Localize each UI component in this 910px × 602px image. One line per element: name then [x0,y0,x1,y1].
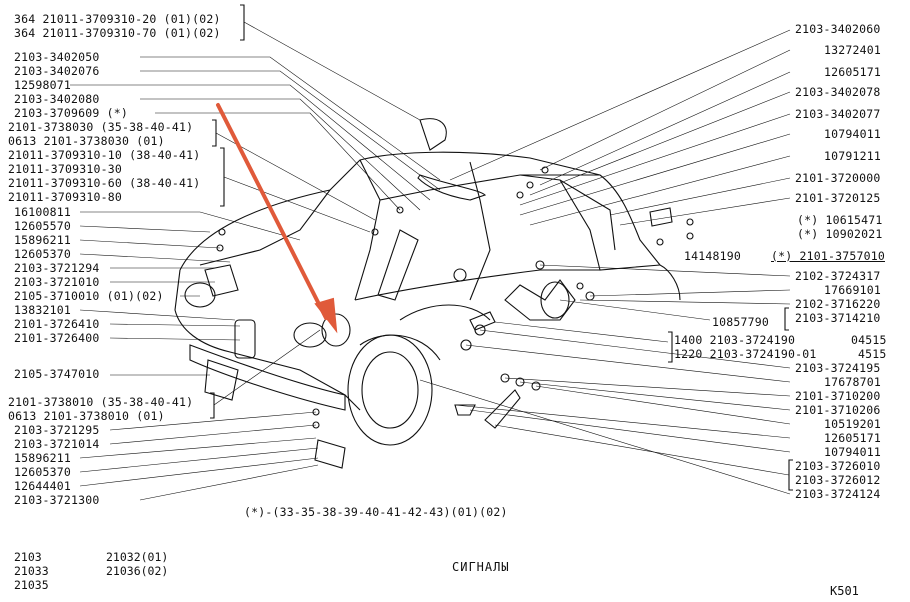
left-label: 2103-3721294 [14,261,100,275]
left-label: 2103-3721295 [14,423,100,437]
left-label: 15896211 [14,451,71,465]
right-label: 2103-3402078 [795,85,881,99]
leader-lines [70,21,791,501]
left-label: 12598071 [14,78,71,92]
right-label: 14148190 [684,249,741,263]
left-label: 12644401 [14,479,71,493]
left-label: 15896211 [14,233,71,247]
left-label: 364 21011-3709310-70 (01)(02) [14,26,221,40]
right-label: 12605171 [824,431,881,445]
left-label: 21011-3709310-10 (38-40-41) [8,148,201,162]
horn [321,313,351,347]
right-label: 10791211 [824,149,881,163]
model-item: 21036(02) [106,564,169,578]
right-label: 12605171 [824,65,881,79]
steering-column [377,229,419,301]
right-label: 10857790 [712,315,769,329]
left-label: 2101-3726410 [14,317,100,331]
page-title: СИГНАЛЫ [452,560,510,574]
relay-lower [314,439,346,469]
right-label: 2103-3726012 [795,473,881,487]
left-label: 2103-3721010 [14,275,100,289]
left-label: 2103-3721014 [14,437,100,451]
left-label: 364 21011-3709310-20 (01)(02) [14,12,221,26]
right-label: 2103-3402077 [795,107,881,121]
right-label: 2101-3710206 [795,403,881,417]
left-label: 12605570 [14,219,71,233]
right-label: 2103-3724195 [795,361,881,375]
right-label: 2103-3724124 [795,487,881,501]
right-label: 2103-3402060 [795,22,881,36]
left-label: 0613 2101-3738010 (01) [8,409,165,423]
right-label: (*) 2101-3757010 [771,249,885,263]
right-label: 2102-3716220 [795,297,881,311]
right-label: 2103-3726010 [795,459,881,473]
right-label: 2101-3720000 [795,171,881,185]
model-item: 21032(01) [106,550,169,564]
right-label: 04515 [851,333,887,347]
left-label: 2103-3402080 [14,92,100,106]
red-arrow [216,103,338,334]
right-label: 1400 2103-3724190 [674,333,796,347]
right-label: (*) 10902021 [797,227,883,241]
model-item: 2103 [14,550,42,564]
steering-switch [419,118,447,151]
right-label: 17678701 [824,375,881,389]
left-label: 12605370 [14,465,71,479]
right-label: 2103-3714210 [795,311,881,325]
left-label: 16100811 [14,205,71,219]
left-label: 2103-3709609 (*) [14,106,128,120]
right-label: 1220 2103-3724190-01 [674,347,817,361]
right-label: 2101-3710200 [795,389,881,403]
right-label: 10794011 [824,127,881,141]
model-item: 21035 [14,578,49,592]
wiper-motor [504,279,576,321]
right-label: 17669101 [824,283,881,297]
footnote: (*)-(33-35-38-39-40-41-42-43)(01)(02) [244,505,508,519]
right-label: 2102-3724317 [795,269,881,283]
left-label: 21011-3709310-80 [8,190,122,204]
left-label: 2101-3726400 [14,331,100,345]
left-label: 21011-3709310-60 (38-40-41) [8,176,201,190]
car-roof-line [179,151,681,301]
left-label: 2103-3402076 [14,64,100,78]
left-label: 12605370 [14,247,71,261]
right-label: (*) 10615471 [797,213,883,227]
steering-wheel-segment [417,174,487,201]
left-label: 21011-3709310-30 [8,162,122,176]
left-label: 2103-3402050 [14,50,100,64]
right-label: 2101-3720125 [795,191,881,205]
front-bumper [189,344,346,411]
headlight-right [293,322,327,348]
left-label: 2105-3710010 (01)(02) [14,289,164,303]
car-front-line [174,269,361,411]
side-repeater [484,389,521,429]
relay-block [234,319,256,359]
left-label: 2103-3721300 [14,493,100,507]
right-label: 10794011 [824,445,881,459]
left-label: 0613 2101-3738030 (01) [8,134,165,148]
left-label: 2101-3738030 (35-38-40-41) [8,120,194,134]
left-label: 2105-3747010 [14,367,100,381]
model-item: 21033 [14,564,49,578]
left-label: 13832101 [14,303,71,317]
right-label: 4515 [858,347,887,361]
page-code: K501 [830,584,859,598]
relay-2105-3747010 [204,359,239,401]
windshield-line [359,159,600,201]
right-label: 10519201 [824,417,881,431]
connector-box [649,207,673,227]
left-label: 2101-3738010 (35-38-40-41) [8,395,194,409]
right-label: 13272401 [824,43,881,57]
